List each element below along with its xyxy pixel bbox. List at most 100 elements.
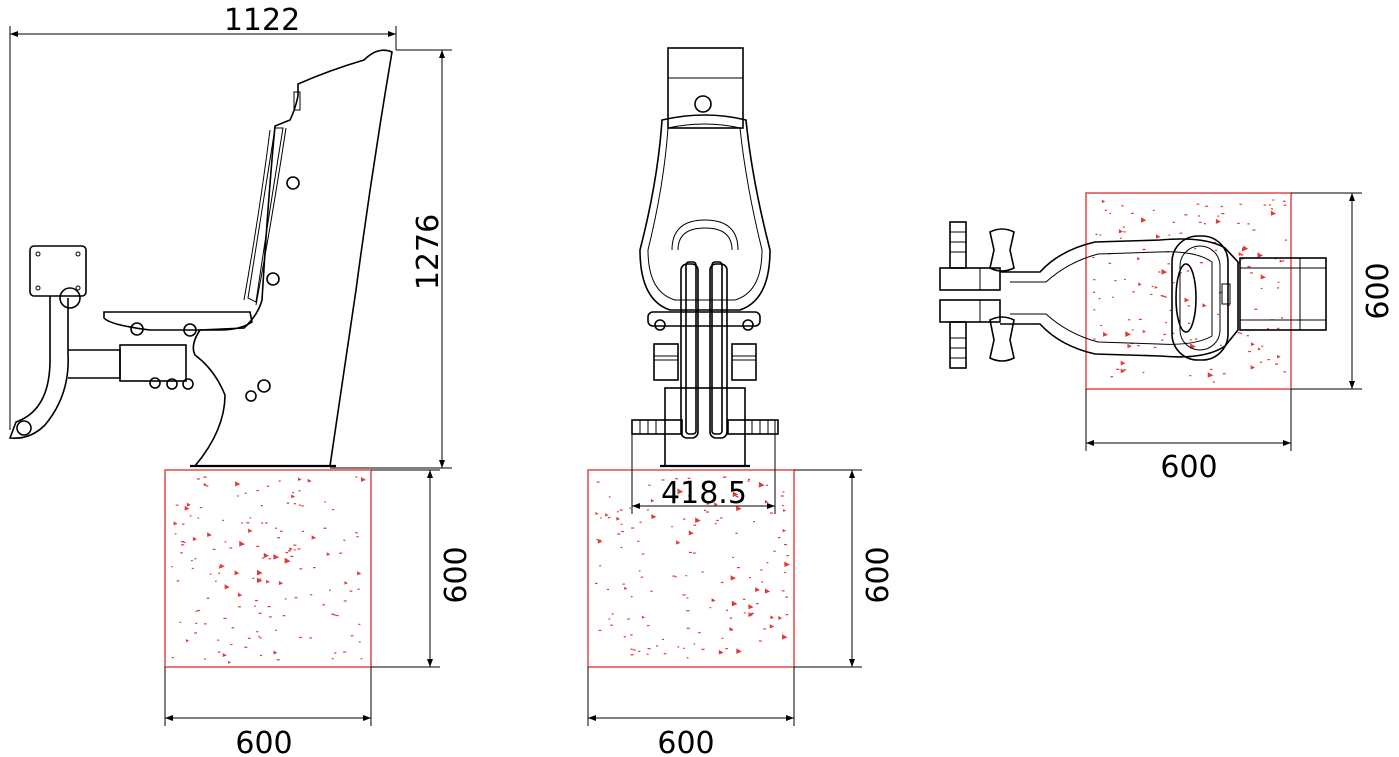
speck-dot xyxy=(259,654,263,657)
speck-triangle xyxy=(344,581,348,585)
speck-dot xyxy=(1239,203,1242,205)
speck-dot xyxy=(661,638,664,641)
speck-dot xyxy=(1128,319,1131,321)
speck-triangle xyxy=(770,615,775,620)
speck-dot xyxy=(292,491,294,494)
speck-dot xyxy=(214,580,217,582)
speck-dot xyxy=(343,600,347,602)
speck-dot xyxy=(285,552,289,554)
speck-dot xyxy=(1205,205,1208,207)
speck-dot xyxy=(671,526,673,528)
speck-dot xyxy=(1237,262,1241,264)
speck-dot xyxy=(1187,322,1191,324)
speck-triangle xyxy=(203,482,207,486)
speck-dot xyxy=(640,576,644,578)
speck-triangle xyxy=(1260,274,1266,280)
speck-dot xyxy=(262,557,264,559)
speck-dot xyxy=(287,550,291,552)
speck-dot xyxy=(1269,204,1271,206)
speck-dot xyxy=(630,654,634,656)
speck-dot xyxy=(230,643,233,646)
speck-dot xyxy=(1260,287,1263,290)
speck-triangle xyxy=(219,565,223,569)
speck-dot xyxy=(750,612,755,614)
dim-top-found-width: 600 xyxy=(1085,389,1292,485)
speck-triangle xyxy=(764,499,769,504)
speck-dot xyxy=(331,613,334,615)
speck-dot xyxy=(1186,270,1190,272)
speck-dot xyxy=(663,653,667,655)
speck-dot xyxy=(687,477,691,479)
front-view: 418.5 600 600 xyxy=(587,47,896,757)
speck-triangle xyxy=(1154,285,1158,289)
speck-triangle xyxy=(360,476,366,482)
speck-dot xyxy=(196,478,200,480)
speck-dot xyxy=(1150,293,1153,296)
speck-dot xyxy=(1212,381,1216,383)
speck-dot xyxy=(310,594,313,596)
speck-dot xyxy=(1158,271,1161,273)
speck-dot xyxy=(174,533,177,535)
speck-dot xyxy=(709,606,712,609)
speck-dot xyxy=(358,623,361,625)
speck-dot xyxy=(600,517,602,519)
dim-side-height-label: 1276 xyxy=(411,214,446,290)
speck-dot xyxy=(1121,205,1124,207)
speck-triangle xyxy=(256,569,263,576)
speck-dot xyxy=(720,517,723,519)
speck-dot xyxy=(1282,200,1286,202)
speck-triangle xyxy=(291,494,296,499)
speck-dot xyxy=(691,500,694,502)
speck-triangle xyxy=(256,577,263,584)
speck-dot xyxy=(661,479,665,481)
speck-dot xyxy=(335,614,339,617)
speck-dot xyxy=(747,480,750,482)
side-view: 1122 1276 xyxy=(8,3,474,757)
speck-triangle xyxy=(624,586,628,590)
speck-dot xyxy=(333,614,336,616)
speck-dot xyxy=(297,548,301,550)
speck-dot xyxy=(646,509,649,511)
speck-dot xyxy=(1187,305,1190,307)
speck-dot xyxy=(623,636,626,638)
speck-dot xyxy=(714,523,717,525)
speck-triangle xyxy=(1215,218,1221,224)
speck-dot xyxy=(259,578,262,580)
side-foundation-texture xyxy=(171,476,366,664)
speck-dot xyxy=(1214,249,1218,251)
speck-dot xyxy=(284,598,287,600)
speck-dot xyxy=(784,571,787,574)
speck-triangle xyxy=(1142,329,1147,334)
speck-dot xyxy=(780,495,784,497)
speck-triangle xyxy=(1207,372,1214,378)
speck-dot xyxy=(1284,239,1287,241)
speck-triangle xyxy=(224,584,230,590)
speck-dot xyxy=(725,647,729,650)
speck-dot xyxy=(171,566,173,568)
speck-dot xyxy=(236,495,239,497)
speck-dot xyxy=(268,616,272,618)
speck-dot xyxy=(1143,248,1146,251)
speck-dot xyxy=(703,509,706,512)
speck-triangle xyxy=(597,538,603,544)
speck-triangle xyxy=(616,516,621,521)
speck-dot xyxy=(1161,339,1164,341)
speck-dot xyxy=(332,509,335,511)
speck-dot xyxy=(176,580,180,582)
speck-triangle xyxy=(1250,365,1256,370)
speck-triangle xyxy=(1161,268,1168,275)
speck-dot xyxy=(1142,371,1145,374)
speck-dot xyxy=(1282,260,1285,262)
speck-dot xyxy=(1172,221,1176,223)
speck-dot xyxy=(1272,199,1275,201)
speck-dot xyxy=(1165,321,1167,324)
speck-triangle xyxy=(1202,303,1207,308)
speck-dot xyxy=(1122,226,1125,228)
speck-dot xyxy=(203,623,207,625)
speck-dot xyxy=(638,650,641,652)
speck-dot xyxy=(763,628,767,630)
speck-triangle xyxy=(711,598,716,603)
speck-dot xyxy=(621,530,624,533)
speck-dot xyxy=(256,631,259,633)
speck-dot xyxy=(1093,279,1096,281)
